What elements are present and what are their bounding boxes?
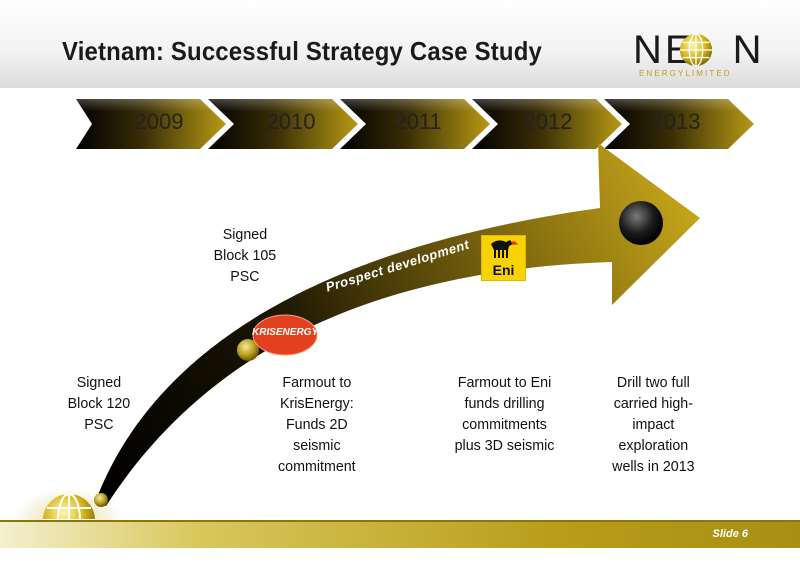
footer-bar — [0, 522, 800, 548]
note-signed-block-105: Signed Block 105 PSC — [213, 226, 277, 285]
logo-subtitle: ENERGYLIMITED — [639, 69, 732, 78]
year-chevrons — [76, 99, 754, 149]
milestone-dot-2010 — [237, 339, 259, 361]
note-farmout-eni: Farmout to Eni funds drilling commitment… — [454, 374, 555, 454]
eni-logo: Eni — [481, 235, 526, 281]
eni-text: Eni — [492, 262, 515, 278]
year-label-2011: 2011 — [394, 109, 442, 134]
year-label-2012: 2012 — [523, 109, 573, 134]
slide-header — [0, 0, 800, 88]
note-drill-wells: Drill two full carried high- impact expl… — [612, 374, 695, 475]
slide-number: Slide 6 — [712, 528, 748, 540]
growth-arrow — [96, 143, 700, 506]
six-legged-dog-icon — [491, 240, 518, 258]
globe-icon — [679, 33, 713, 67]
year-label-2013: 2013 — [651, 109, 701, 134]
note-signed-block-120: Signed Block 120 PSC — [67, 374, 131, 433]
krisenergy-text: KRISENERGY — [252, 327, 319, 338]
footer-divider — [0, 520, 800, 522]
milestone-dot-2009 — [94, 493, 108, 507]
year-label-2010: 2010 — [266, 109, 316, 134]
milestone-dot-2013 — [619, 201, 663, 245]
slide-title: Vietnam: Successful Strategy Case Study — [62, 36, 542, 66]
krisenergy-badge-icon — [252, 314, 318, 356]
krisenergy-logo: KRISENERGY — [252, 314, 318, 356]
note-farmout-krisenergy: Farmout to KrisEnergy: Funds 2D seismic … — [278, 374, 356, 475]
year-label-2009: 2009 — [134, 109, 184, 134]
